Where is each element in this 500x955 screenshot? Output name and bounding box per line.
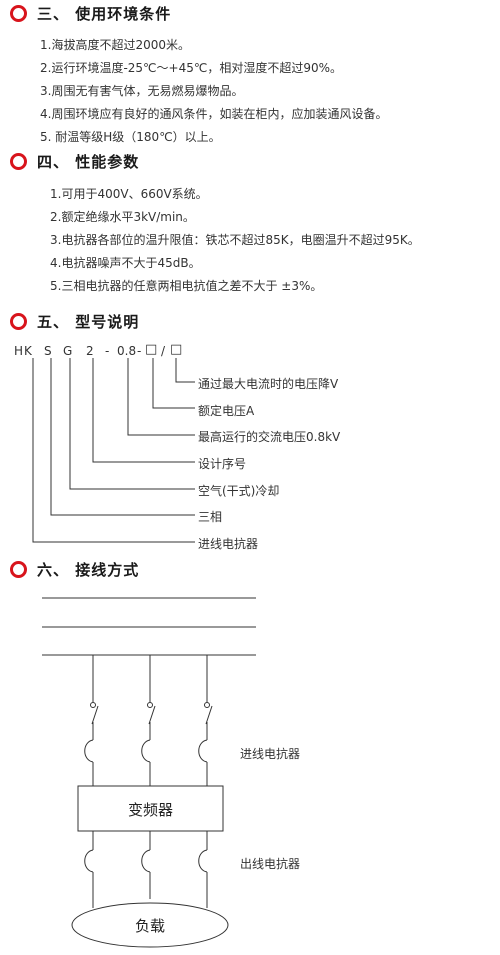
bullet-ring-icon xyxy=(10,560,27,578)
bullet-ring-icon xyxy=(10,152,27,170)
list-item: 4.周围环境应有良好的通风条件，如装在柜内，应加装通风设备。 xyxy=(40,107,388,121)
model-code-char: / xyxy=(161,344,166,358)
model-code-char: 0.8 xyxy=(117,344,137,358)
model-code-char: - xyxy=(137,344,142,358)
model-code-char: K xyxy=(24,344,32,358)
section-6-heading: 六、 接线方式 xyxy=(10,558,139,580)
model-desc: 进线电抗器 xyxy=(198,537,259,551)
bullet-ring-icon xyxy=(10,312,27,330)
model-code-box: □ xyxy=(170,342,183,357)
list-item: 3.周围无有害气体，无易燃易爆物品。 xyxy=(40,84,244,98)
model-code-char: S xyxy=(44,344,52,358)
model-desc: 额定电压A xyxy=(198,404,255,418)
inverter-label: 变频器 xyxy=(127,801,173,819)
model-code-char: G xyxy=(63,344,73,358)
list-item: 1.可用于400V、660V系统。 xyxy=(50,187,208,201)
phase-branch xyxy=(198,655,213,908)
model-leader-lines xyxy=(32,358,195,543)
inlet-reactor-label: 进线电抗器 xyxy=(240,747,301,761)
load-label: 负载 xyxy=(134,917,165,935)
section-3-heading: 三、 使用环境条件 xyxy=(10,2,171,24)
list-item: 4.电抗器噪声不大于45dB。 xyxy=(50,256,201,270)
model-desc: 最高运行的交流电压0.8kV xyxy=(198,430,341,444)
model-desc: 通过最大电流时的电压降V xyxy=(198,377,339,391)
model-code-char: 2 xyxy=(86,344,94,358)
phase-branch xyxy=(84,655,99,908)
bullet-ring-icon xyxy=(10,4,27,22)
phase-branch xyxy=(141,655,156,899)
section-title: 三、 使用环境条件 xyxy=(37,4,172,23)
section-title: 五、 型号说明 xyxy=(37,312,140,331)
section-title: 四、 性能参数 xyxy=(37,152,140,171)
bus-bars xyxy=(42,597,256,656)
inverter-box xyxy=(77,785,224,832)
list-item: 2.运行环境温度-25℃～+45℃，相对湿度不超过90%。 xyxy=(40,61,342,75)
list-item: 3.电抗器各部位的温升限值：铁芯不超过85K，电圈温升不超过95K。 xyxy=(50,233,420,247)
list-item: 1.海拔高度不超过2000米。 xyxy=(40,38,190,52)
model-desc: 三相 xyxy=(198,510,223,524)
load-ellipse xyxy=(71,902,229,948)
model-desc: 设计序号 xyxy=(198,457,247,471)
list-item: 2.额定绝缘水平3kV/min。 xyxy=(50,210,195,224)
list-item: 5. 耐温等级H级（180℃）以上。 xyxy=(40,130,221,144)
section-title: 六、 接线方式 xyxy=(37,560,140,579)
section-4-heading: 四、 性能参数 xyxy=(10,150,139,172)
outlet-reactor-label: 出线电抗器 xyxy=(240,857,301,871)
list-item: 5.三相电抗器的任意两相电抗值之差不大于 ±3%。 xyxy=(50,279,323,293)
model-code-char: H xyxy=(14,344,24,358)
section-5-heading: 五、 型号说明 xyxy=(10,310,139,332)
model-code-char: - xyxy=(105,344,110,358)
model-desc: 空气(干式)冷却 xyxy=(198,484,280,498)
model-code-box: □ xyxy=(145,342,158,357)
